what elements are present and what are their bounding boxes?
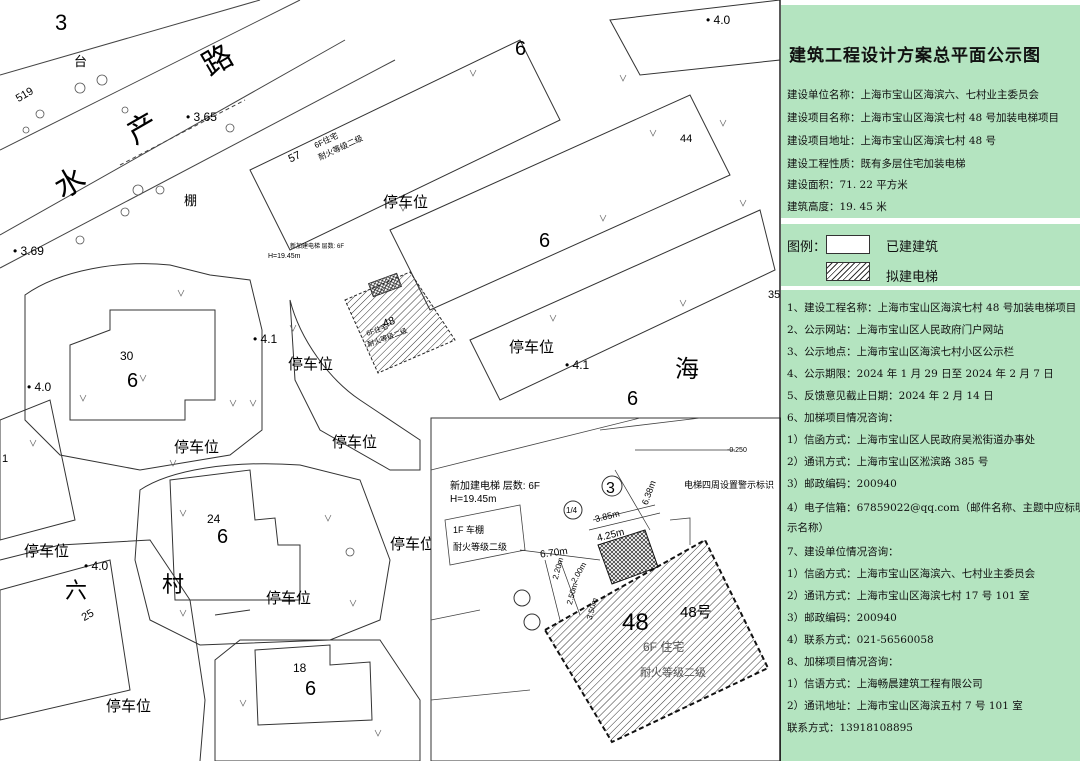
- parking-label: 停车位: [509, 339, 554, 356]
- building-48-label: 48: [381, 315, 397, 330]
- elev-height-small: H=19.45m: [268, 253, 301, 260]
- elevation-point: • 4.1: [253, 332, 278, 346]
- notice-line: 4）电子信箱：67859022@qq.com（邮件名称、主题中应标明公: [787, 502, 1080, 514]
- proposed-elevator: [597, 529, 659, 585]
- info-panel: 建筑工程设计方案总平面公示图 建设单位名称：上海市宝山区海滨六、七村业主委员会 …: [781, 0, 1080, 761]
- floors-label: 6: [627, 388, 638, 410]
- tai-label: 台: [74, 54, 87, 69]
- marker-circle-14: [563, 500, 583, 520]
- notice-line: 2）通讯方式：上海市宝山区淞滨路 385 号: [787, 456, 989, 468]
- elevation-point: • 4.1: [565, 358, 590, 372]
- elevation-point: • 4.0: [706, 13, 731, 27]
- floors-label: 6: [217, 526, 228, 548]
- parking-label: 停车位: [106, 698, 151, 715]
- marker-3-text: 3: [606, 480, 615, 497]
- inset-shed-fire: 耐火等级二级: [453, 541, 507, 552]
- info-line: 建设项目地址：上海市宝山区海滨七村 48 号: [787, 135, 997, 147]
- notice-line: 3、公示地点：上海市宝山区海滨七村小区公示栏: [787, 346, 1015, 358]
- lot-number: 25: [80, 607, 97, 624]
- notice-line: 5、反馈意见截止日期：2024 年 2 月 14 日: [787, 390, 994, 402]
- legend-proposed-swatch: [826, 262, 870, 281]
- parking-label: 停车位: [174, 439, 219, 456]
- floors-label: 6: [305, 678, 316, 700]
- notice-line: 6、加梯项目情况咨询：: [787, 412, 899, 424]
- lot-number: 18: [293, 661, 307, 675]
- marker-circle-3: [601, 475, 623, 497]
- inset-fire-label: 耐火等级二级: [640, 665, 706, 679]
- parking-label: 停车位: [288, 356, 333, 373]
- hai-label: 海: [675, 356, 699, 383]
- tree-symbols: [22, 74, 355, 557]
- elev-label-small: 新加建电梯 层数: 6F: [290, 242, 344, 250]
- notice-line: 示名称）: [787, 522, 829, 534]
- floors-label: 6: [127, 370, 138, 392]
- notice-line: 3）邮政编码：200940: [787, 478, 897, 490]
- inset-6f-label: 6F 住宅: [643, 639, 684, 654]
- legend-box: 图例： 已建建筑 拟建电梯: [781, 224, 1080, 286]
- inset-48-label: 48号: [680, 604, 712, 621]
- project-info-box: 建筑工程设计方案总平面公示图 建设单位名称：上海市宝山区海滨六、七村业主委员会 …: [781, 5, 1080, 218]
- notice-line: 1）信语方式：上海畅晨建筑工程有限公司: [787, 678, 983, 690]
- panel-title: 建筑工程设计方案总平面公示图: [789, 46, 1041, 66]
- legend-title: 图例：: [787, 240, 827, 255]
- main-map-building-48: [344, 271, 456, 374]
- info-line: 建筑高度：19. 45 米: [787, 201, 887, 213]
- elevation-note: -0.250: [727, 447, 747, 454]
- lot-number: 35: [768, 289, 780, 301]
- parking-label: 停车位: [383, 194, 428, 211]
- notice-line: 3）邮政编码：200940: [787, 612, 897, 624]
- lot-number: 3: [55, 10, 67, 35]
- legend-proposed-label: 拟建电梯: [886, 270, 939, 285]
- notice-line: 8、加梯项目情况咨询：: [787, 656, 899, 668]
- road-char-5: 村: [162, 572, 184, 597]
- notice-line: 7、建设单位情况咨询：: [787, 546, 899, 558]
- lot-number: 1: [2, 453, 8, 465]
- legend-existing-label: 已建建筑: [886, 240, 939, 255]
- parking-label: 停车位: [266, 590, 311, 607]
- elevation-point: • 4.0: [84, 559, 109, 573]
- parking-label: 停车位: [390, 536, 435, 553]
- lot-number: 30: [120, 349, 134, 363]
- marker-circle: [523, 613, 541, 631]
- site-plan-map: 水 产 路 六 村 海 台 棚 3 519 57 44 35 30 24 25 …: [0, 0, 781, 761]
- info-line: 建设项目名称：上海市宝山区海滨七村 48 号加装电梯项目: [787, 112, 1060, 124]
- floors-label: 6: [515, 38, 526, 60]
- info-line: 建设面积：71. 22 平方米: [787, 179, 908, 191]
- inset-shed-label: 1F 车棚: [453, 524, 484, 535]
- inset-elev-height: H=19.45m: [450, 494, 496, 505]
- warning-note: 电梯四周设置警示标识: [684, 479, 774, 490]
- notice-line: 1）信函方式：上海市宝山区海滨六、七村业主委员会: [787, 568, 1036, 580]
- notice-line: 4）联系方式：021-56560058: [787, 634, 934, 646]
- notice-line: 1、建设工程名称：上海市宝山区海滨七村 48 号加装电梯项目: [787, 302, 1077, 314]
- parking-label: 停车位: [24, 543, 69, 560]
- lot-number: 57: [287, 149, 303, 165]
- elevation-point: • 4.0: [27, 380, 52, 394]
- lot-number: 44: [680, 133, 692, 145]
- marker-14-text: 1/4: [566, 506, 578, 515]
- elevation-point: • 3.69: [13, 244, 44, 258]
- inset-elev-label: 新加建电梯 层数: 6F: [450, 479, 540, 492]
- elevation-point: • 3.65: [186, 110, 217, 124]
- floors-label: 6: [539, 230, 550, 252]
- notice-line: 2）通讯方式：上海市宝山区海滨七村 17 号 101 室: [787, 590, 1030, 602]
- road-lines: [0, 0, 396, 269]
- notice-line: 2、公示网站：上海市宝山区人民政府门户网站: [787, 324, 1004, 336]
- notice-line: 联系方式：13918108895: [787, 722, 913, 734]
- inset-48-number: 48: [622, 609, 649, 636]
- dim-670: 6.70m: [539, 546, 568, 561]
- notice-line: 2）通讯地址：上海市宝山区海滨五村 7 号 101 室: [787, 700, 1023, 712]
- notice-line: 4、公示期限：2024 年 1 月 29 日至 2024 年 2 月 7 日: [787, 368, 1054, 380]
- notice-box: 1、建设工程名称：上海市宝山区海滨七村 48 号加装电梯项目 2、公示网站：上海…: [781, 290, 1080, 761]
- info-line: 建设工程性质：既有多层住宅加装电梯: [787, 158, 966, 170]
- notice-line: 1）信函方式：上海市宝山区人民政府吴淞街道办事处: [787, 434, 1036, 446]
- info-line: 建设单位名称：上海市宝山区海滨六、七村业主委员会: [787, 89, 1039, 101]
- detail-inset: 3 1/4 新加建电梯 层数: 6F H=19.45m 1F 车棚 耐火等级二级…: [430, 417, 781, 761]
- peng-label: 棚: [184, 193, 197, 208]
- lot-number: 24: [207, 512, 221, 526]
- road-char-4: 六: [65, 578, 87, 603]
- marker-circle: [513, 589, 531, 607]
- parking-label: 停车位: [332, 434, 377, 451]
- legend-existing-swatch: [826, 235, 870, 254]
- building-48-outline: [543, 538, 770, 744]
